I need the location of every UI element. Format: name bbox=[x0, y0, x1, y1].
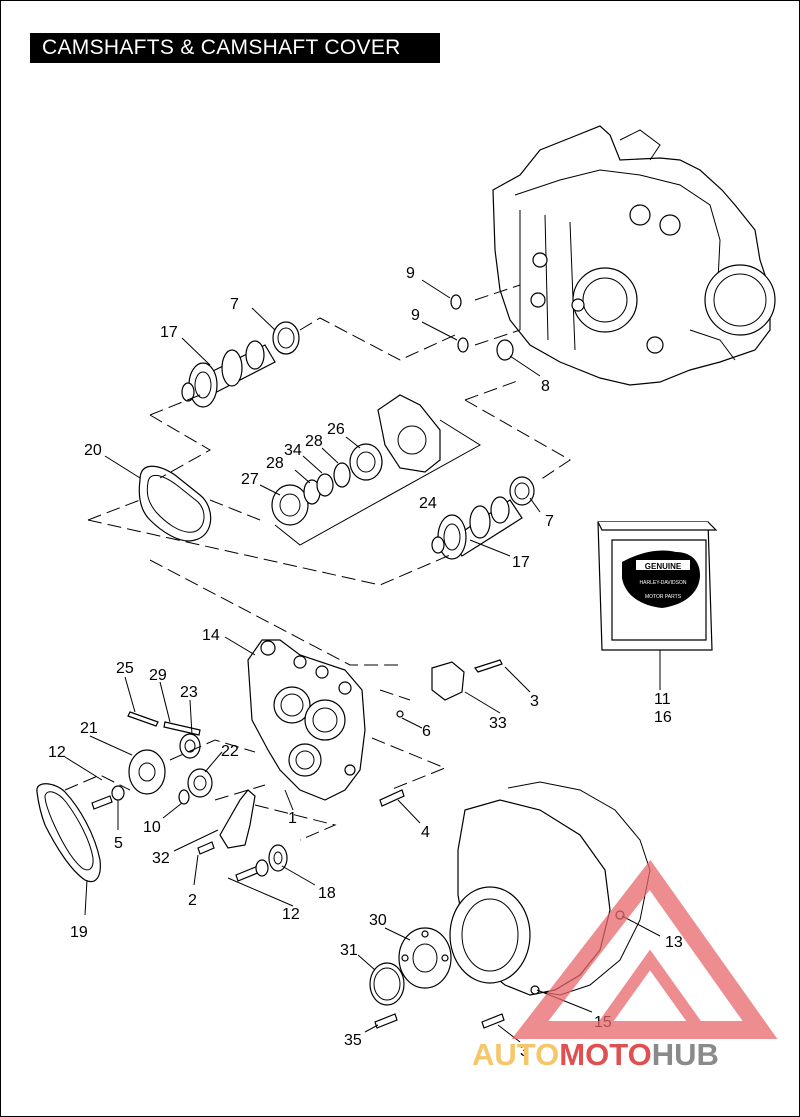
callout-17: 17 bbox=[160, 324, 178, 341]
callout-14: 14 bbox=[202, 627, 220, 644]
callout-34: 34 bbox=[284, 442, 302, 459]
cam-support-plate bbox=[247, 639, 366, 801]
callout-7: 7 bbox=[545, 513, 554, 530]
callout-22: 22 bbox=[221, 743, 239, 760]
callout-21: 21 bbox=[80, 720, 98, 737]
watermark-moto: MOTO bbox=[559, 1037, 651, 1072]
callout-28: 28 bbox=[266, 455, 284, 472]
watermark-hub: HUB bbox=[652, 1037, 719, 1072]
callout-10: 10 bbox=[143, 819, 161, 836]
callout-30: 30 bbox=[369, 912, 387, 929]
callout-6: 6 bbox=[422, 723, 431, 740]
watermark-auto: AUTO bbox=[472, 1037, 559, 1072]
camshaft-lower bbox=[431, 476, 535, 560]
callout-9: 9 bbox=[411, 307, 420, 324]
tensioner-upper bbox=[396, 659, 503, 718]
callout-16: 16 bbox=[654, 709, 672, 726]
callout-13: 13 bbox=[665, 934, 683, 951]
callout-33: 33 bbox=[489, 715, 507, 732]
camshaft-cover bbox=[449, 781, 651, 996]
callout-3: 3 bbox=[530, 693, 539, 710]
callout-31: 31 bbox=[340, 942, 358, 959]
camshaft-upper bbox=[181, 321, 300, 408]
callout-12: 12 bbox=[48, 744, 66, 761]
page-title: CAMSHAFTS & CAMSHAFT COVER bbox=[30, 33, 440, 63]
callout-27: 27 bbox=[241, 471, 259, 488]
callout-19: 19 bbox=[70, 924, 88, 941]
callout-4: 4 bbox=[421, 824, 430, 841]
callout-32: 32 bbox=[152, 850, 170, 867]
callout-7: 7 bbox=[230, 296, 239, 313]
assembly-lines bbox=[64, 284, 571, 841]
watermark bbox=[511, 859, 778, 1039]
genuine-text: GENUINE bbox=[645, 562, 682, 571]
crankcase bbox=[492, 125, 776, 386]
watermark-inner-triangle bbox=[595, 949, 705, 1034]
left-side-small-parts bbox=[91, 711, 213, 810]
callout-12: 12 bbox=[282, 906, 300, 923]
callout-11: 11 bbox=[654, 691, 671, 708]
harley-text: HARLEY-DAVIDSON bbox=[640, 580, 687, 586]
watermark-triangle bbox=[511, 859, 778, 1039]
tensioner-lower bbox=[197, 789, 405, 882]
camshaft-chain-primary bbox=[138, 465, 212, 542]
callout-28: 28 bbox=[305, 433, 323, 450]
genuine-parts-box: GENUINE HARLEY-DAVIDSON MOTOR PARTS bbox=[597, 521, 718, 651]
callout-35: 35 bbox=[344, 1032, 362, 1049]
callout-24: 24 bbox=[419, 495, 437, 512]
camshaft-chain-secondary bbox=[36, 783, 101, 883]
callout-2: 2 bbox=[188, 892, 197, 909]
callout-9: 9 bbox=[406, 265, 415, 282]
callout-5: 5 bbox=[114, 835, 123, 852]
callout-17: 17 bbox=[512, 554, 530, 571]
callout-23: 23 bbox=[180, 684, 198, 701]
callout-3: 3 bbox=[520, 1043, 529, 1060]
o-rings bbox=[450, 294, 514, 361]
motor-parts-text: MOTOR PARTS bbox=[645, 594, 682, 600]
oil-pump-assembly bbox=[271, 394, 481, 546]
callout-1: 1 bbox=[288, 810, 297, 827]
callout-26: 26 bbox=[327, 421, 345, 438]
cover-front-parts bbox=[369, 927, 505, 1029]
callout-8: 8 bbox=[541, 378, 550, 395]
callout-18: 18 bbox=[318, 885, 336, 902]
callout-20: 20 bbox=[84, 442, 102, 459]
watermark-text: AUTOMOTOHUB bbox=[472, 1037, 719, 1072]
leader-lines bbox=[64, 279, 661, 1043]
callout-25: 25 bbox=[116, 660, 134, 677]
callout-29: 29 bbox=[149, 667, 167, 684]
